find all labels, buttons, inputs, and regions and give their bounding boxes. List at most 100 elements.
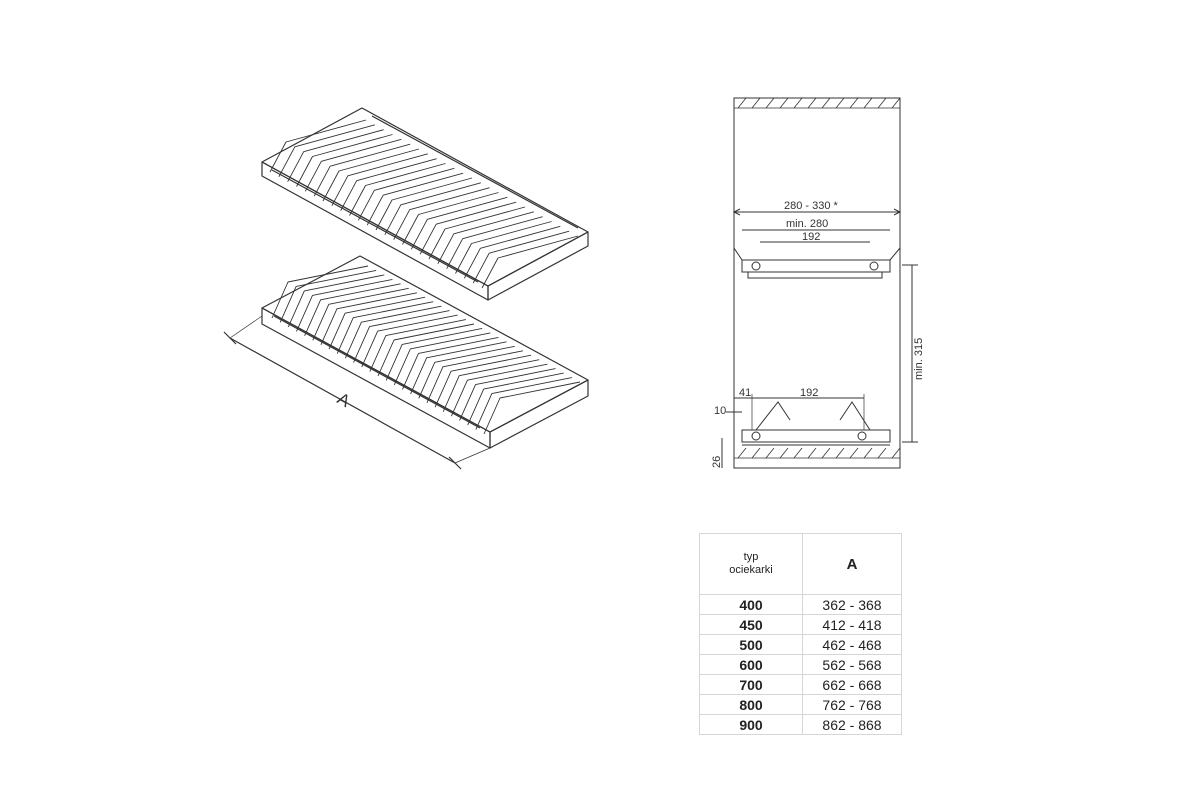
rack-wire [269, 119, 367, 173]
hatch-line [751, 447, 761, 459]
hatch-line [779, 447, 789, 459]
rack-wire [328, 296, 426, 350]
dimension-a [223, 315, 491, 470]
base-height-label: 26 [711, 456, 723, 468]
hatch-line [849, 447, 859, 459]
row-range: 462 - 468 [802, 634, 902, 655]
bottom-hatch [734, 447, 901, 459]
rack-wire [393, 187, 490, 240]
rack-wire [336, 301, 434, 354]
top-hatch [734, 97, 901, 109]
header-a: A [802, 533, 902, 595]
lower-rack [261, 255, 589, 449]
rack-wire [331, 153, 428, 207]
rack-wire [419, 201, 517, 255]
rack-wire [312, 287, 409, 341]
header-type: typ ociekarki [699, 533, 803, 595]
rack-wire [353, 310, 450, 363]
edge-offset-label: 41 [739, 387, 751, 399]
rack-wire [296, 278, 393, 332]
rack-wire [344, 305, 442, 359]
rack-wire [446, 216, 543, 269]
hatch-line [835, 447, 845, 459]
hatch-line [793, 97, 803, 109]
row-range: 762 - 768 [802, 694, 902, 715]
hatch-line [765, 447, 775, 459]
hatch-line [737, 447, 747, 459]
rack-wire [402, 192, 499, 245]
rack-wire [361, 314, 458, 368]
rack-wire [349, 163, 446, 216]
rack-wire [483, 381, 581, 435]
upper-rack [261, 107, 589, 301]
rack-wire [410, 341, 507, 395]
rack-wire [475, 377, 572, 430]
rack-wire [418, 345, 515, 399]
hatch-line [737, 97, 747, 109]
row-type: 400 [699, 594, 803, 615]
rack-wire [393, 332, 491, 386]
rack-wire [320, 292, 418, 345]
dimension-a-label: A [334, 389, 354, 411]
cabinet-width-label: 280 - 330 * [784, 200, 839, 212]
rack-wire [459, 368, 556, 421]
row-range: 562 - 568 [802, 654, 902, 675]
side-offset-label: 10 [714, 405, 726, 417]
hatch-line [863, 97, 873, 109]
rack-wire [472, 230, 570, 284]
row-range: 362 - 368 [802, 594, 902, 615]
rack-wire [366, 172, 464, 226]
cabinet-section-drawing: 280 - 330 * min. 280 192 min. 315 41 192… [711, 97, 925, 469]
row-type: 500 [699, 634, 803, 655]
rack-wire [384, 182, 481, 236]
rack-wire [296, 134, 393, 187]
hatch-line [835, 97, 845, 109]
rack-wire [369, 319, 466, 372]
rack-wire [481, 235, 579, 289]
row-range: 862 - 868 [802, 714, 902, 735]
rack-wire [271, 265, 369, 319]
rack-wire [442, 359, 540, 412]
hatch-line [807, 447, 817, 459]
upper-rack-section [733, 247, 901, 279]
rack-wire [304, 283, 401, 337]
row-type: 800 [699, 694, 803, 715]
bottom-spacing-label: 192 [800, 387, 818, 399]
rack-wire [467, 372, 564, 426]
hatch-line [821, 97, 831, 109]
row-range: 412 - 418 [802, 614, 902, 635]
min-width-label: min. 280 [786, 218, 828, 230]
hatch-line [891, 97, 901, 109]
rack-wire [426, 350, 524, 403]
rack-wire [287, 129, 384, 182]
row-type: 700 [699, 674, 803, 695]
lower-rack-section [741, 401, 891, 446]
rack-wire [428, 206, 526, 260]
rack-wire [357, 167, 455, 221]
row-type: 450 [699, 614, 803, 635]
rack-wire [410, 196, 508, 250]
rack-wire [437, 211, 534, 265]
rack-wire [322, 148, 420, 202]
hatch-line [877, 97, 887, 109]
hatch-line [891, 447, 901, 459]
rack-wire [287, 274, 385, 328]
rack-wire [375, 177, 473, 231]
rack-wire [313, 143, 411, 197]
hatch-line [821, 447, 831, 459]
rack-wire [450, 363, 548, 417]
row-type: 600 [699, 654, 803, 675]
hatch-line [765, 97, 775, 109]
hatch-line [877, 447, 887, 459]
isometric-rack-drawing: A [223, 107, 589, 470]
rack-wire [455, 221, 552, 274]
row-range: 662 - 668 [802, 674, 902, 695]
rack-wire [279, 270, 377, 323]
